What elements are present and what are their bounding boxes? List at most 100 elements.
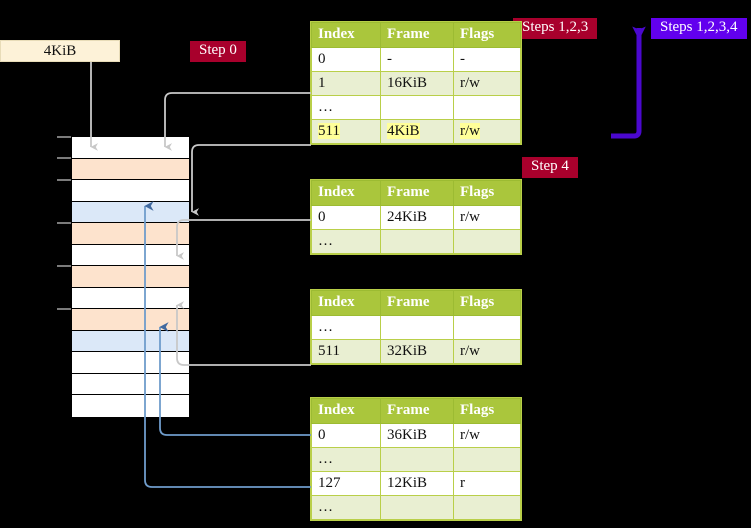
cell-frame: 12KiB <box>380 471 454 496</box>
column-header-index: Index <box>311 180 381 206</box>
memory-block-row <box>72 309 189 331</box>
table-row: 511 4KiB r/w <box>311 119 521 144</box>
cell-index: … <box>311 315 381 340</box>
physical-memory-blocks <box>71 136 190 418</box>
cell-frame <box>380 95 454 120</box>
cell-index: 511 <box>311 119 381 144</box>
cell-flags <box>453 229 521 254</box>
gray-connector-table2-row0 <box>176 219 311 260</box>
highlighted-value: r/w <box>460 122 480 139</box>
source-frame-label: 4KiB <box>43 42 77 59</box>
memory-block-row <box>72 352 189 374</box>
memory-block-row <box>72 158 189 180</box>
memory-block-row <box>72 137 189 159</box>
column-header-frame: Frame <box>380 398 454 424</box>
cell-frame <box>380 315 454 340</box>
cell-flags <box>453 495 521 520</box>
column-header-flags: Flags <box>453 180 521 206</box>
source-frame-box: 4KiB <box>0 40 120 62</box>
cell-frame <box>380 495 454 520</box>
cell-flags: r/w <box>453 119 521 144</box>
column-header-index: Index <box>311 398 381 424</box>
step-4-badge: Step 4 <box>522 157 578 178</box>
cell-flags: r/w <box>453 339 521 364</box>
cell-flags: - <box>453 47 521 72</box>
cell-index: … <box>311 95 381 120</box>
memory-block-row <box>72 395 189 417</box>
step-0-badge: Step 0 <box>190 41 246 62</box>
cell-flags <box>453 315 521 340</box>
table-row: … <box>311 495 521 520</box>
steps-123-label: Steps 1,2,3 <box>513 18 598 39</box>
memory-tick-marks <box>57 136 71 310</box>
step-4-label: Step 4 <box>522 157 578 178</box>
column-header-flags: Flags <box>453 22 521 48</box>
column-header-frame: Frame <box>380 290 454 316</box>
table-row: 0-- <box>311 47 521 72</box>
cell-flags: r/w <box>453 423 521 448</box>
cell-frame: 24KiB <box>380 205 454 230</box>
cell-index: … <box>311 495 381 520</box>
highlighted-value: 4KiB <box>387 122 420 139</box>
table-row: … <box>311 315 521 340</box>
cell-frame <box>380 447 454 472</box>
step-0-label: Step 0 <box>190 41 246 62</box>
memory-block-row <box>72 201 189 223</box>
highlighted-value: 511 <box>318 122 340 139</box>
gray-connector-table1-row511 <box>191 144 311 216</box>
memory-block-row <box>72 223 189 245</box>
steps-bracket-arrow <box>611 26 646 139</box>
cell-frame <box>380 229 454 254</box>
cell-flags <box>453 447 521 472</box>
column-header-frame: Frame <box>380 180 454 206</box>
cell-index: 127 <box>311 471 381 496</box>
cell-flags: r/w <box>453 71 521 96</box>
cell-flags <box>453 95 521 120</box>
cell-index: … <box>311 447 381 472</box>
steps-123-badge: Steps 1,2,3 <box>513 18 598 39</box>
cell-frame: 16KiB <box>380 71 454 96</box>
cell-frame: - <box>380 47 454 72</box>
cell-flags: r <box>453 471 521 496</box>
column-header-index: Index <box>311 22 381 48</box>
memory-block-row <box>72 244 189 266</box>
cell-index: … <box>311 229 381 254</box>
cell-flags: r/w <box>453 205 521 230</box>
cell-index: 0 <box>311 205 381 230</box>
cell-index: 1 <box>311 71 381 96</box>
cell-index: 0 <box>311 47 381 72</box>
cell-frame: 4KiB <box>380 119 454 144</box>
table-row: … <box>311 447 521 472</box>
memory-block-row <box>72 180 189 202</box>
column-header-index: Index <box>311 290 381 316</box>
column-header-flags: Flags <box>453 398 521 424</box>
column-header-frame: Frame <box>380 22 454 48</box>
gray-connector-table3-row511 <box>176 301 311 366</box>
table-row: … <box>311 95 521 120</box>
steps-1234-label: Steps 1,2,3,4 <box>651 18 747 39</box>
memory-block-row <box>72 330 189 352</box>
memory-block-row <box>72 287 189 309</box>
cell-index: 0 <box>311 423 381 448</box>
cell-index: 511 <box>311 339 381 364</box>
memory-block-row <box>72 373 189 395</box>
cell-frame: 36KiB <box>380 423 454 448</box>
table-row: … <box>311 229 521 254</box>
cell-frame: 32KiB <box>380 339 454 364</box>
column-header-flags: Flags <box>453 290 521 316</box>
steps-1234-badge: Steps 1,2,3,4 <box>651 18 747 39</box>
memory-block-row <box>72 266 189 288</box>
